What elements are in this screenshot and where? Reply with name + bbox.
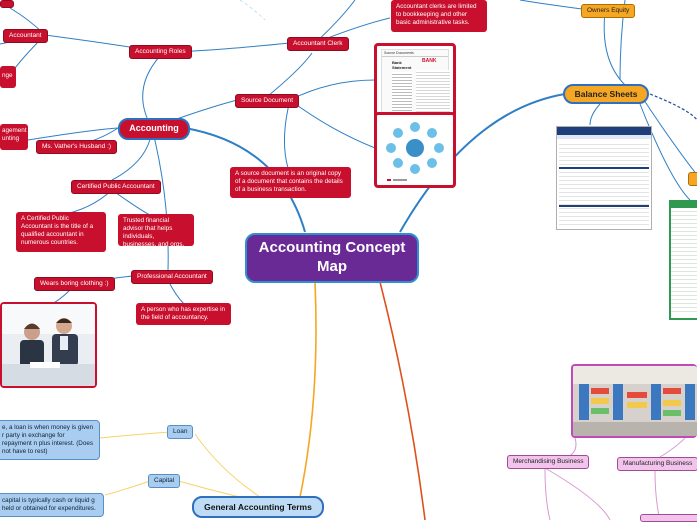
capital-label: Capital [154,477,175,484]
trusted-advisor-description[interactable]: Trusted financial advisor that helps ind… [118,214,194,248]
manufacturing-business-label: Manufacturing Business [623,460,693,467]
accounting-label: Accounting [129,123,179,134]
pink-partial-node[interactable] [640,514,697,522]
loan-desc-text: e, a loan is when money is given r party… [2,424,94,455]
accounting-cycle-image [374,112,456,188]
capital-description[interactable]: capital is typically cash or liquid g he… [0,493,104,517]
accounting-roles-label: Accounting Roles [135,48,186,55]
left-partial-text-2: agement [2,127,27,134]
left-partial-node-2[interactable]: agement unting [0,124,28,150]
left-partial-text-1: nge [2,72,13,79]
owners-equity-node[interactable]: Owners Equity [581,4,636,19]
manufacturing-business-node[interactable]: Manufacturing Business [617,457,697,472]
source-document-node[interactable]: Source Document [235,94,300,109]
accounting-topic[interactable]: Accounting [118,118,190,140]
cpa-label: Certified Public Accountant [77,183,155,190]
warehouse-store-image [571,364,697,438]
accounting-roles-node[interactable]: Accounting Roles [129,45,192,60]
accountant-label: Accountant [9,32,42,39]
accountant-clerk-node[interactable]: Accountant Clerk [287,37,349,52]
bank-statement-heading: Bank Statement [392,60,412,70]
balance-sheet-table-image [556,126,652,230]
balance-sheet-image-2 [669,200,697,320]
general-terms-label: General Accounting Terms [204,501,312,512]
left-partial-node-top[interactable] [0,0,14,8]
professional-accountant-node[interactable]: Professional Accountant [131,270,213,285]
merchandising-business-label: Merchandising Business [513,458,584,465]
central-topic[interactable]: Accounting Concept Map [245,233,419,283]
bank-logo: BANK [422,58,437,64]
cpa-desc-text: A Certified Public Accountant is the tit… [21,215,94,246]
clerk-desc-text: Accountant clerks are limited to bookkee… [396,3,477,26]
husband-node[interactable]: Ms. Vather's Husband :) [36,140,118,155]
trusted-desc-text: Trusted financial advisor that helps ind… [123,217,185,248]
source-doc-desc-text: A source document is an original copy of… [235,170,343,193]
loan-description[interactable]: e, a loan is when money is given r party… [0,420,100,460]
accountant-clerk-label: Accountant Clerk [293,40,343,47]
balance-sheets-topic[interactable]: Balance Sheets [563,84,649,104]
accountant-clerk-description[interactable]: Accountant clerks are limited to bookkee… [391,0,487,32]
loan-node[interactable]: Loan [167,425,194,440]
accountant-node[interactable]: Accountant [3,29,48,44]
professional-accountant-label: Professional Accountant [137,273,207,280]
capital-desc-text: capital is typically cash or liquid g he… [2,497,96,512]
source-document-description[interactable]: A source document is an original copy of… [230,167,351,198]
professional-desc-text: A person who has expertise in the field … [141,306,226,321]
central-title: Accounting Concept Map [258,239,406,275]
left-partial-node-1[interactable]: nge [0,66,16,88]
loan-label: Loan [173,428,188,435]
source-document-image: Source Documents BANK Bank Statement [374,43,456,121]
husband-label: Ms. Vather's Husband :) [42,143,112,150]
professional-accountant-photo [0,302,97,388]
merchandising-business-node[interactable]: Merchandising Business [507,455,590,470]
balance-partial-node[interactable] [688,172,697,186]
balance-sheets-label: Balance Sheets [574,88,638,99]
professional-description[interactable]: A person who has expertise in the field … [136,303,231,325]
boring-clothing-node[interactable]: Wears boring clothing :) [34,277,115,292]
source-doc-image-title: Source Documents [382,50,448,57]
left-partial-text-3: unting [2,134,20,142]
boring-clothing-label: Wears boring clothing :) [40,280,109,287]
owners-equity-label: Owners Equity [587,7,630,14]
cpa-node[interactable]: Certified Public Accountant [71,180,161,195]
capital-node[interactable]: Capital [148,474,181,489]
source-document-label: Source Document [241,97,294,104]
cpa-description[interactable]: A Certified Public Accountant is the tit… [16,212,106,252]
general-accounting-terms-topic[interactable]: General Accounting Terms [192,496,324,518]
